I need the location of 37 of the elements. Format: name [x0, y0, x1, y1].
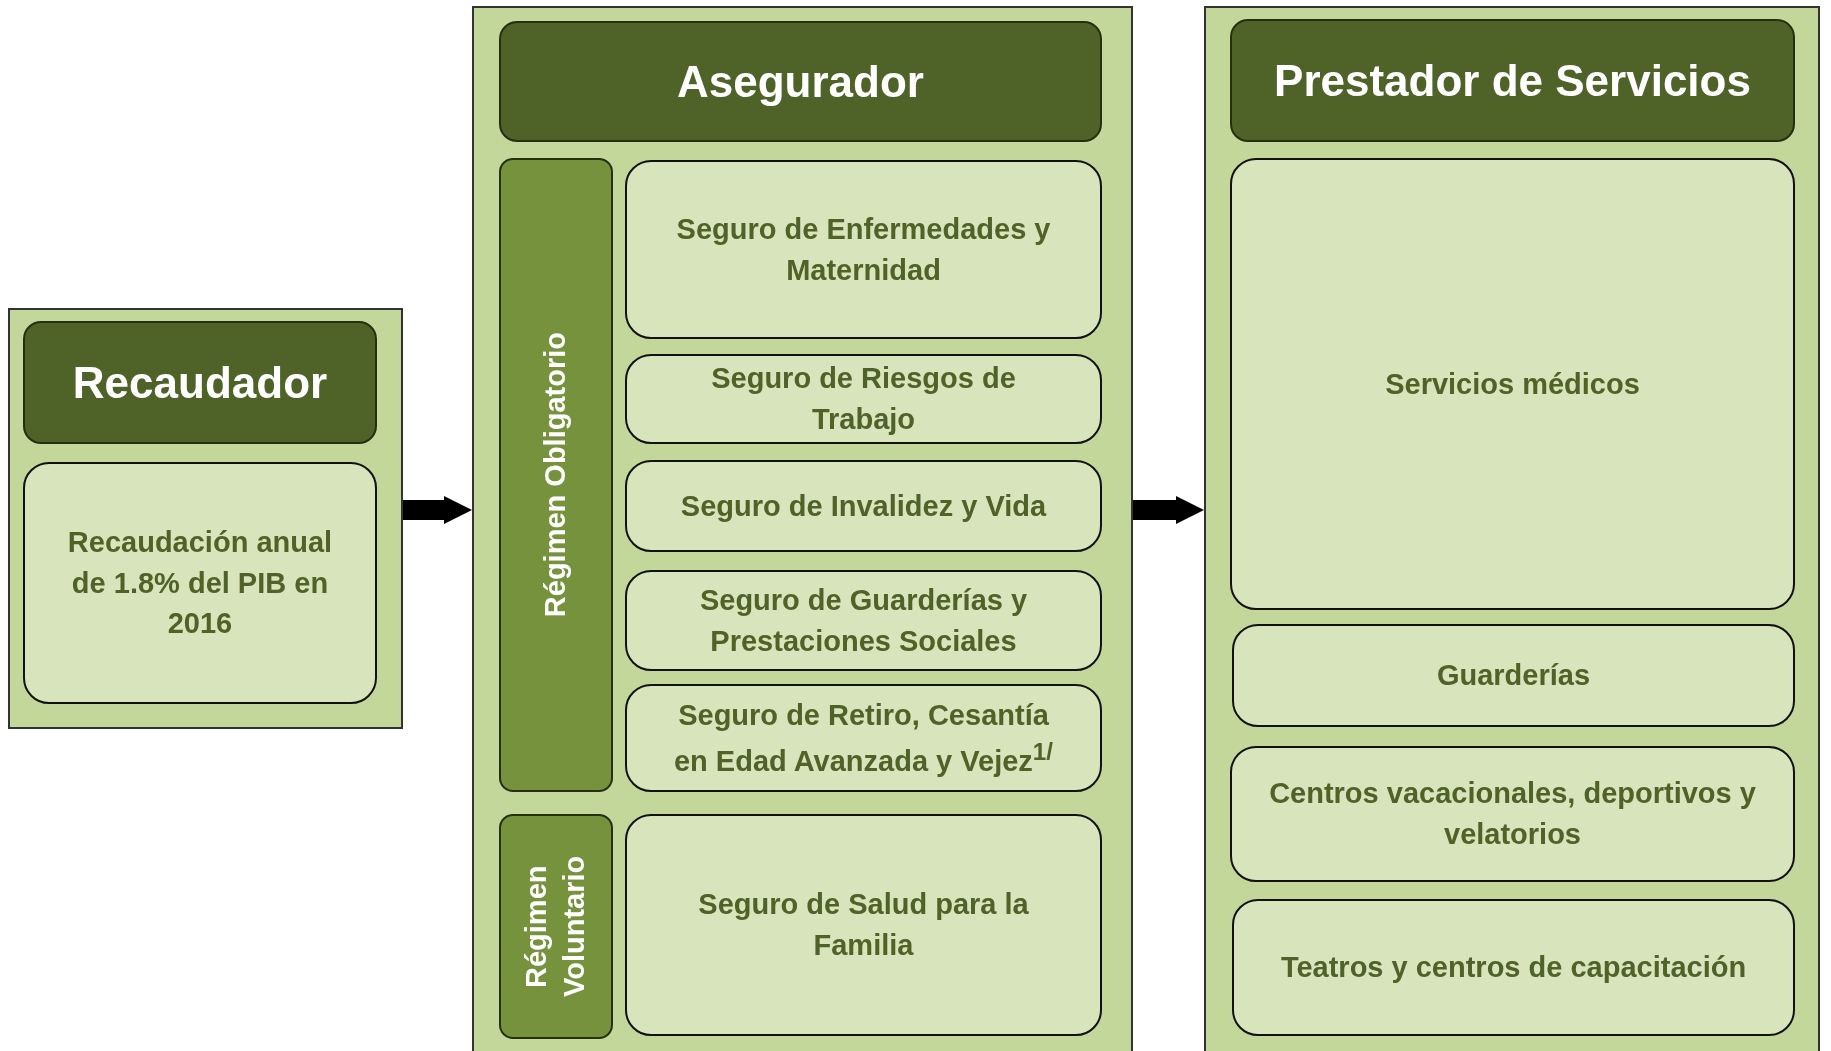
card-text: Centros vacacionales, deportivos y velatorios — [1268, 776, 1757, 852]
card-text: Seguro de Riesgos de Trabajo — [710, 361, 1017, 437]
service-card — [1230, 746, 1795, 882]
regime-bar — [499, 814, 613, 1039]
service-card — [1232, 624, 1795, 727]
insurance-card — [625, 160, 1102, 339]
insurance-card — [625, 814, 1102, 1036]
insurance-card — [625, 570, 1102, 671]
regime-bar — [499, 158, 613, 792]
header-box — [1230, 19, 1795, 142]
card-text: Servicios médicos — [1385, 366, 1640, 402]
insurance-card — [625, 684, 1102, 792]
block-arrow — [1133, 496, 1204, 524]
card-text: Seguro de Retiro, Cesantía en Edad Avanzada y Vejez$^{1/}$ — [672, 697, 1054, 779]
block-arrow — [403, 496, 472, 524]
card-text: Guarderías — [1436, 658, 1591, 694]
card-text: Seguro de Invalidez y Vida — [680, 488, 1047, 524]
card-text: Recaudación anual de 1.8% del PIB en 2016 — [66, 525, 334, 642]
header-title: Recaudador — [72, 357, 328, 408]
insurer-panel — [472, 6, 1133, 1051]
service-card — [1230, 158, 1795, 610]
card-text: Seguro de Enfermedades y Maternidad — [675, 211, 1052, 288]
card-text: Seguro de Salud para la Familia — [697, 887, 1030, 963]
info-card — [23, 462, 377, 704]
vertical-label: Régimen Obligatorio — [538, 332, 573, 618]
insurance-card — [625, 460, 1102, 552]
insurance-card — [625, 354, 1102, 444]
card-text: Seguro de Guarderías y Prestaciones Sociales — [698, 582, 1029, 659]
header-box — [23, 321, 377, 444]
collector-panel — [8, 308, 403, 729]
header-title: Prestador de Servicios — [1274, 55, 1751, 106]
header-box — [499, 21, 1102, 142]
vertical-label: Régimen Voluntario — [519, 854, 591, 1000]
card-text: Teatros y centros de capacitación — [1280, 950, 1747, 986]
header-title: Asegurador — [677, 56, 924, 107]
service-card — [1232, 899, 1795, 1036]
provider-panel — [1204, 6, 1820, 1051]
